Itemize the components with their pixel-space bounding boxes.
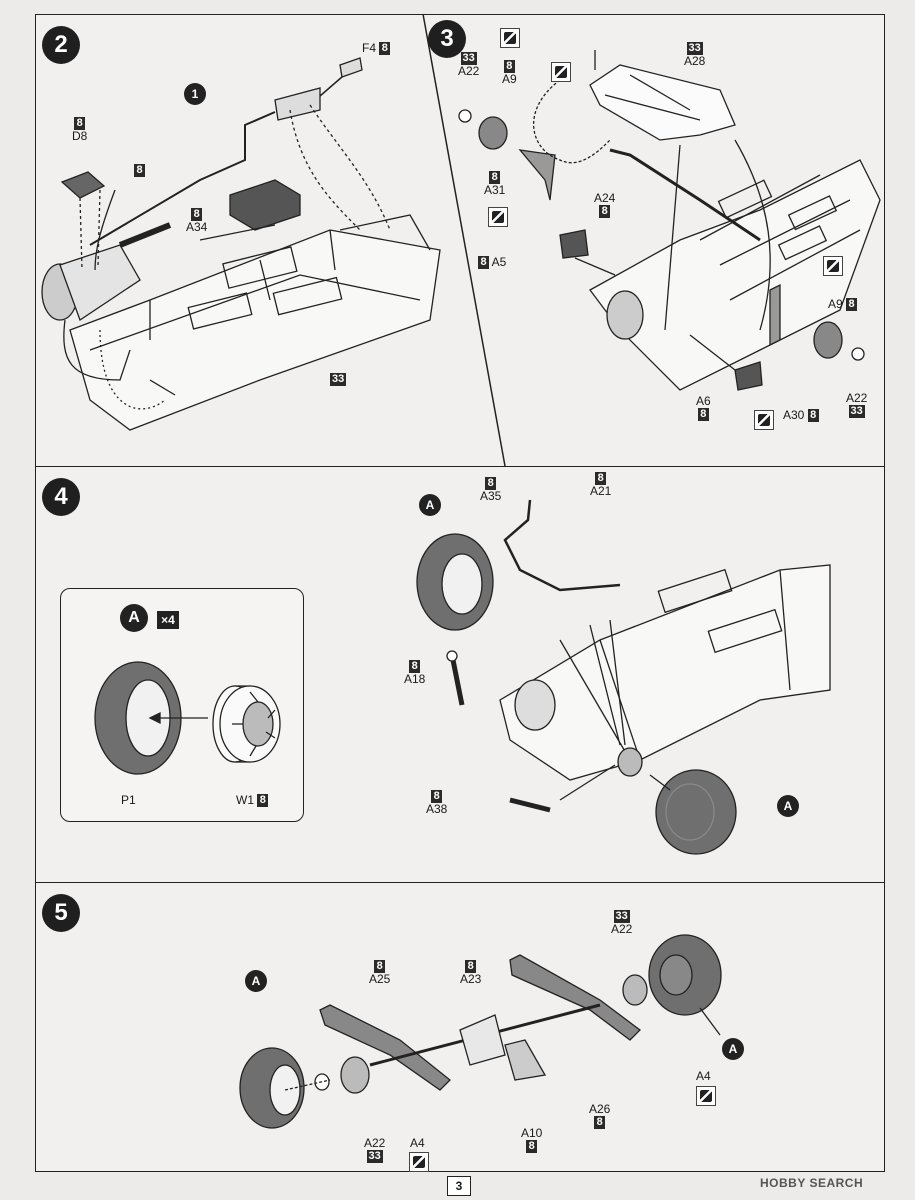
marker-A-rear: A (777, 795, 799, 817)
cement-icon (823, 256, 843, 276)
label-A30: A30 8 (783, 409, 819, 423)
wheel-assembly-inset (60, 588, 304, 822)
cement-icon (696, 1086, 716, 1106)
page-number: 3 (447, 1176, 471, 1196)
step-4-badge: 4 (42, 478, 80, 516)
cement-icon (754, 410, 774, 430)
label-A4-left: A4 (410, 1136, 425, 1150)
cement-icon (409, 1152, 429, 1172)
cement-icon (488, 207, 508, 227)
step-5-panel (35, 882, 885, 1172)
inset-label-W1: W1 8 (236, 794, 269, 808)
sub-step-1-badge: 1 (184, 83, 206, 105)
label-A9-right: A9 8 (828, 298, 858, 312)
step-5-badge: 5 (42, 894, 80, 932)
step-2-badge: 2 (42, 26, 80, 64)
label-A5: 8 A5 (478, 256, 506, 270)
marker-A-right: A (722, 1038, 744, 1060)
inset-label-P1: P1 (121, 793, 136, 807)
marker-A-left: A (245, 970, 267, 992)
label-8-engine: 8 (134, 164, 145, 178)
label-33-chassis: 33 (330, 373, 347, 387)
label-A4-right: A4 (696, 1069, 711, 1083)
label-F4: F4 8 (362, 42, 391, 56)
step-3-badge: 3 (428, 20, 466, 58)
watermark: HOBBY SEARCH (760, 1176, 864, 1190)
inset-marker-A: A (120, 604, 148, 632)
cement-icon (551, 62, 571, 82)
inset-quantity: ×4 (157, 611, 179, 629)
cement-icon (500, 28, 520, 48)
marker-A-front: A (419, 494, 441, 516)
